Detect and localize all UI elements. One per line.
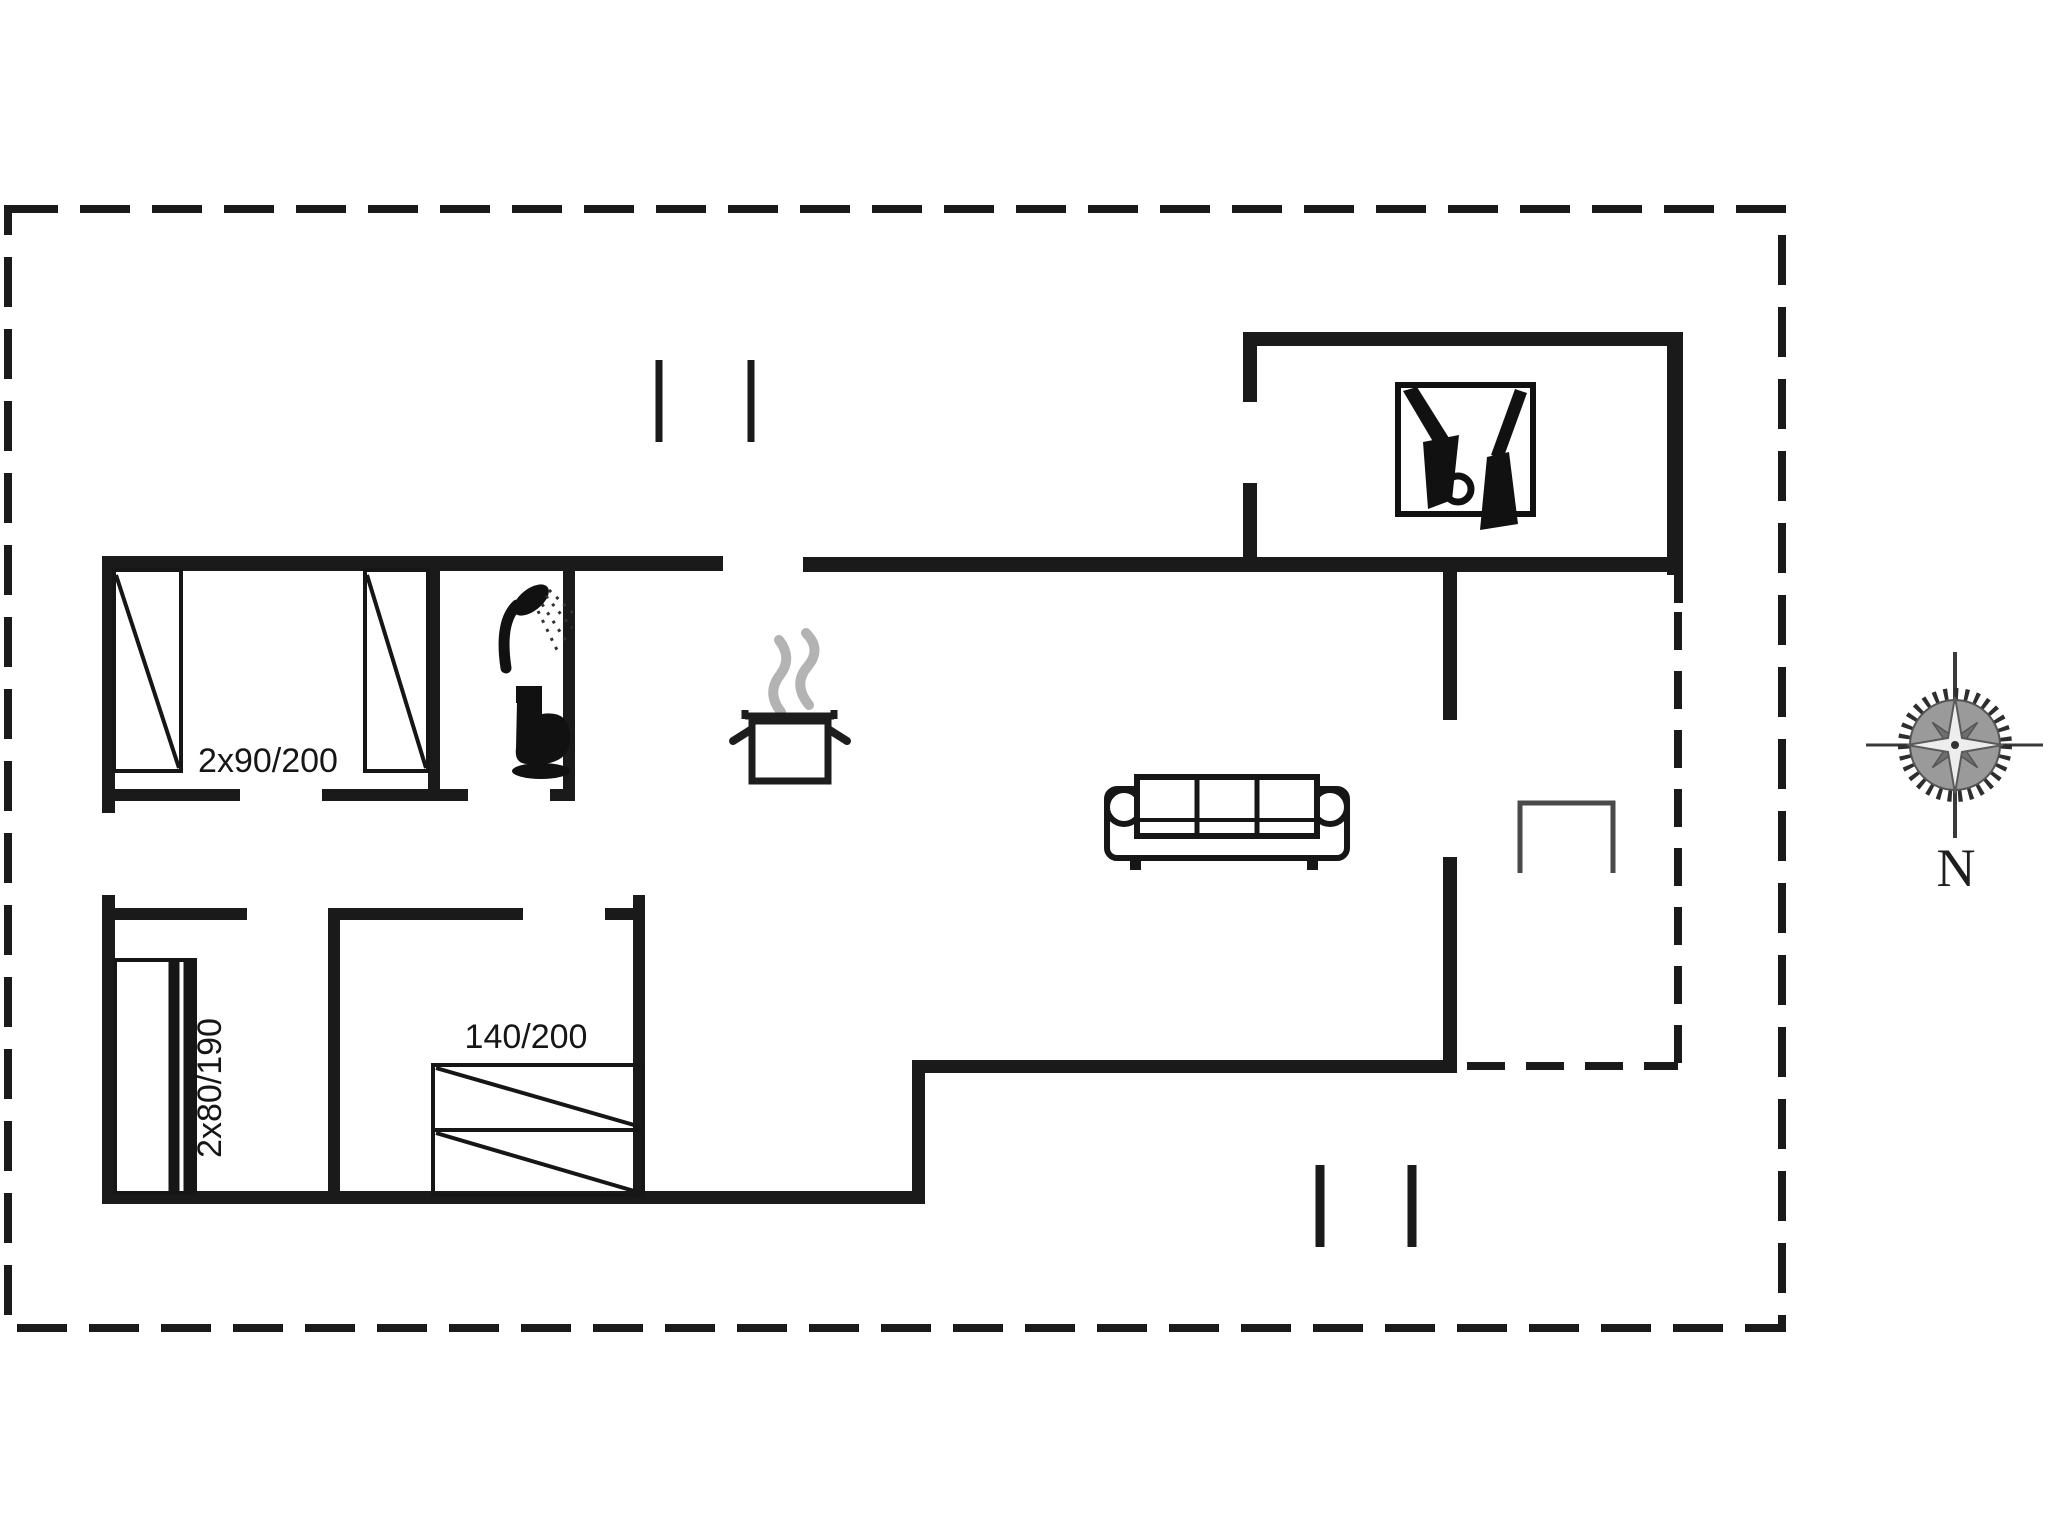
vacuum-head-icon <box>1423 435 1459 509</box>
wall-left-lower <box>102 895 115 1203</box>
bed-140-diagonal-top <box>435 1066 642 1129</box>
bed-single-right <box>363 568 430 773</box>
compass-north-label: N <box>1937 838 1976 898</box>
wall-bed2-top-a <box>103 908 247 920</box>
shower-icon <box>498 584 577 674</box>
plot-boundary <box>4 205 1786 1332</box>
kitchen-area <box>729 628 851 785</box>
sofa-foot-right <box>1307 855 1318 870</box>
compass-rose-icon: N <box>1866 652 2043 898</box>
steam-wisp-right <box>795 628 820 710</box>
sofa-icon <box>1104 774 1350 870</box>
living-room <box>1104 774 1350 870</box>
utility-tools-icon <box>1395 382 1536 530</box>
bed-single-right-diagonal <box>365 574 428 769</box>
bed-size-label-140: 140/200 <box>465 1018 588 1056</box>
broom-handle-icon <box>1491 389 1527 459</box>
compass-center-dot <box>1951 741 1959 749</box>
bed-size-label-2x90: 2x90/200 <box>198 742 338 780</box>
bed-140-diagonal-bottom <box>435 1131 642 1195</box>
toilet-base <box>512 763 570 779</box>
wall-bottom <box>102 1191 925 1204</box>
shower-head <box>513 584 549 616</box>
toilet-cistern <box>516 686 542 703</box>
broom-head-icon <box>1480 452 1518 530</box>
terrace-wall-stub <box>1674 575 1683 603</box>
steam-wisp-left <box>768 635 792 717</box>
pot-body <box>748 717 832 785</box>
toilet-icon <box>512 686 571 779</box>
exterior-walls <box>102 556 1683 1204</box>
terrace <box>1467 575 1683 1070</box>
wall-bed3-top-a <box>328 908 523 920</box>
steam-icon <box>768 628 820 717</box>
utility-room-walls <box>1243 332 1683 575</box>
utility-wall-left-upper <box>1243 332 1257 402</box>
compass-tooth-ring <box>1898 688 2012 802</box>
wall-left-upper <box>102 556 115 813</box>
wall-bed1-bath-divider <box>428 570 440 801</box>
bedroom-1: 2x90/200 <box>112 568 430 780</box>
bedroom-2: 2x80/190 <box>113 958 229 1195</box>
wall-hall-a <box>110 789 240 801</box>
utility-wall-bottom <box>1443 558 1683 572</box>
utility-wall-top <box>1243 332 1683 346</box>
hose-ring-icon <box>1441 472 1475 506</box>
boundary-opening-ticks <box>655 360 1417 1247</box>
wall-bed2-bed3-divider <box>328 908 340 1203</box>
wall-hall-c <box>550 789 575 801</box>
bathroom <box>498 584 577 779</box>
wall-hall-b <box>322 789 468 801</box>
terrace-marker <box>1517 800 1616 873</box>
wall-top-left-segment <box>102 556 723 571</box>
utility-wall-left-lower <box>1243 483 1257 571</box>
cooking-pot-icon <box>729 710 851 785</box>
sofa-backrest <box>1134 774 1320 839</box>
toilet-bowl <box>515 701 571 764</box>
sofa-foot-left <box>1130 855 1141 870</box>
utility-wall-right <box>1667 332 1683 575</box>
pot-rim <box>741 710 838 720</box>
vacuum-handle-icon <box>1403 387 1449 445</box>
plot-boundary-rect <box>4 205 1786 1332</box>
wall-east-lower <box>1443 857 1457 1073</box>
bunk-bed-outline <box>113 958 197 1195</box>
wall-step-vertical <box>912 1060 925 1204</box>
bed-single-left <box>112 568 183 773</box>
shower-hose <box>498 599 523 674</box>
bed-single-left-diagonal <box>114 574 181 769</box>
shower-spray <box>536 588 577 651</box>
wall-east-upper <box>1443 570 1457 720</box>
interior-walls <box>103 570 645 1203</box>
bed-size-label-2x80: 2x80/190 <box>191 1018 229 1158</box>
wall-living-bottom <box>912 1060 1457 1073</box>
bedroom-3: 140/200 <box>431 1018 645 1197</box>
